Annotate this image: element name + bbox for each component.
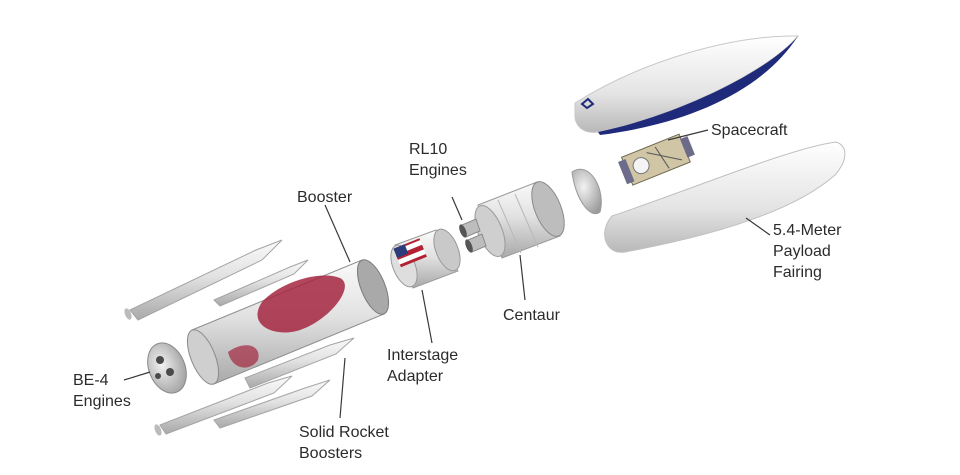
leader-rl10 xyxy=(451,196,463,221)
label-payload-fairing: 5.4-Meter Payload Fairing xyxy=(773,222,842,281)
leader-srb xyxy=(339,357,346,419)
solid-rocket-booster-4 xyxy=(154,375,293,436)
leader-interstage xyxy=(421,289,433,344)
leader-centaur xyxy=(519,254,526,301)
interstage-adapter xyxy=(390,228,461,289)
solid-rocket-booster-5 xyxy=(213,379,331,429)
label-solid-rocket-boosters: Solid Rocket Boosters xyxy=(299,424,389,462)
ula-logo-icon xyxy=(580,97,595,110)
leader-fairing xyxy=(745,217,771,236)
label-booster: Booster xyxy=(297,189,353,206)
us-flag-icon xyxy=(393,238,427,268)
leader-spacecraft xyxy=(667,129,709,141)
label-be4-engines: BE-4 Engines xyxy=(73,372,131,410)
leader-be4 xyxy=(123,371,151,381)
leader-lines xyxy=(123,129,771,419)
lower-payload-fairing-half xyxy=(604,141,846,253)
label-interstage-adapter: Interstage Adapter xyxy=(387,347,459,385)
label-centaur: Centaur xyxy=(503,307,560,324)
label-rl10-engines: RL10 Engines xyxy=(409,141,467,179)
leader-booster xyxy=(324,204,351,263)
booster-core-stage xyxy=(186,259,390,385)
be4-engines xyxy=(147,342,187,394)
centaur-forward-cap xyxy=(571,168,602,215)
rl10-engines xyxy=(459,218,487,253)
centaur-upper-stage xyxy=(474,181,565,259)
spacecraft-model xyxy=(618,133,695,186)
upper-payload-fairing-half xyxy=(574,35,800,135)
solid-rocket-booster-3 xyxy=(244,337,355,389)
solid-rocket-booster-2 xyxy=(213,259,309,307)
label-spacecraft: Spacecraft xyxy=(711,122,788,139)
solid-rocket-booster-1 xyxy=(124,239,283,321)
